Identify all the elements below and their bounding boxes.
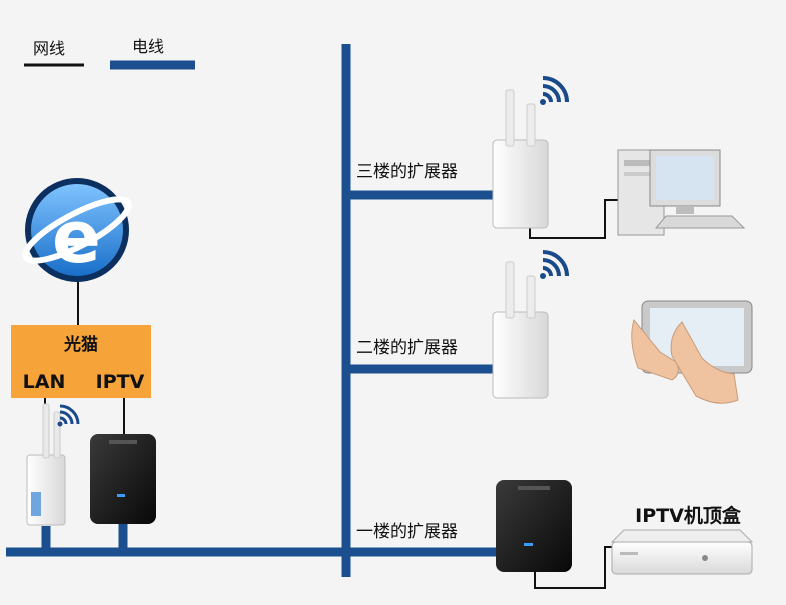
wifi-extender-modem-side — [26, 403, 66, 526]
wifi-extender-third-floor — [492, 89, 549, 229]
internet-globe-icon: e — [22, 178, 132, 282]
legend-power-line-label: 电线 — [132, 37, 164, 56]
label-second-floor-extender: 二楼的扩展器 — [356, 338, 458, 358]
legend-network-cable-label: 网线 — [33, 39, 65, 58]
tablet-hand-icon — [631, 300, 753, 404]
powerline-adapter-first-floor — [496, 480, 572, 572]
cable-adapter-to-stb — [534, 546, 618, 589]
label-iptv-set-top-box: IPTV机顶盒 — [635, 504, 742, 527]
modem-port-iptv: IPTV — [96, 371, 145, 393]
optical-modem: 光猫 LAN IPTV — [11, 325, 151, 398]
label-third-floor-extender: 三楼的扩展器 — [356, 162, 458, 182]
powerline-adapter-modem-side — [90, 434, 156, 524]
label-first-floor-extender: 一楼的扩展器 — [356, 522, 458, 542]
modem-port-lan: LAN — [23, 371, 66, 393]
cable-extender-to-pc — [529, 199, 618, 239]
power-bus — [6, 44, 520, 577]
wifi-extender-second-floor — [492, 261, 549, 399]
desktop-computer-icon — [617, 149, 746, 236]
wifi-icon — [57, 404, 80, 427]
legend: 网线 电线 — [24, 37, 195, 70]
wifi-icon — [540, 76, 569, 105]
iptv-set-top-box — [610, 529, 754, 575]
svg-text:e: e — [52, 195, 101, 279]
modem-title: 光猫 — [63, 334, 98, 355]
wifi-icon — [540, 250, 569, 279]
